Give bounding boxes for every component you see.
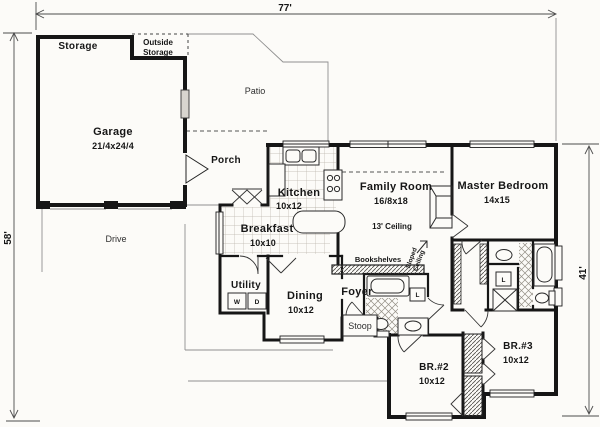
room-size-garage: 21/4x24/4 (92, 141, 134, 151)
master-bath-floor (519, 243, 533, 307)
room-size-br3: 10x12 (503, 355, 529, 365)
dimension-top-label: 77' (278, 3, 292, 14)
room-size-breakfast: 10x10 (250, 238, 276, 248)
room-size-family-room: 16/8x18 (374, 196, 408, 206)
room-label-family-room: Family Room (360, 181, 432, 193)
room-label-storage: Storage (58, 41, 97, 52)
wic-door (461, 239, 483, 255)
label-stoop: Stoop (348, 321, 372, 331)
breakfast-french-door (231, 188, 263, 205)
room-size-kitchen: 10x12 (276, 201, 302, 211)
dimension-lines: 77' 58' 41' (3, 2, 599, 422)
room-label-dining: Dining (287, 290, 323, 302)
garage-door-post (36, 201, 50, 209)
wic-shelving (453, 243, 462, 305)
br3-door (464, 309, 489, 328)
sink-oval (404, 320, 422, 332)
room-label-kitchen: Kitchen (278, 187, 320, 199)
room-label-br3: BR.#3 (503, 341, 533, 352)
sloped-ceiling-arrow-icon (416, 240, 428, 254)
garage-door-post (170, 201, 186, 209)
kitchen-sink-counter (282, 146, 320, 166)
room-label-outside-storage-2: Storage (143, 48, 173, 57)
room-label-utility: Utility (231, 280, 261, 291)
utility-door (239, 255, 259, 275)
bookshelves-builtin (331, 264, 425, 275)
master-linen-box (495, 271, 512, 287)
garage-storage-walls (36, 33, 209, 209)
sink-bowl (285, 149, 301, 163)
linen-closet-box (409, 287, 426, 302)
vanity-counter (397, 317, 429, 336)
master-bathtub-symbol (533, 243, 556, 287)
garage-porch-door-swing (185, 154, 209, 184)
br2-closet (463, 375, 483, 417)
master-toilet-tank (548, 290, 556, 306)
br2-closet-bifold (450, 391, 464, 417)
garage-door-post (104, 201, 118, 209)
room-label-patio: Patio (245, 86, 266, 96)
room-size-dining: 10x12 (288, 305, 314, 315)
room-label-master-bedroom: Master Bedroom (458, 180, 549, 192)
kitchen-peninsula-counter (292, 210, 346, 234)
room-label-breakfast: Breakfast (241, 223, 294, 235)
br3-closet (463, 333, 483, 374)
garage-side-door (180, 89, 190, 119)
room-label-outside-storage-1: Outside (143, 38, 173, 47)
master-sink-oval (495, 249, 513, 261)
site-outlines (41, 18, 557, 382)
room-label-foyer: Foyer (341, 286, 373, 298)
master-toilet-symbol (535, 292, 549, 304)
dryer-box (247, 292, 267, 310)
dining-door (265, 257, 297, 274)
wic-shelving (479, 243, 488, 285)
hall-bathtub-symbol (366, 275, 410, 297)
dimension-left-label: 58' (3, 231, 14, 245)
hall-bath-door (427, 297, 445, 321)
fridge-symbol (268, 163, 286, 197)
room-size-br2: 10x12 (419, 376, 445, 386)
sink-bowl (301, 149, 317, 163)
closets (453, 243, 488, 417)
outside-storage-dashed-wall (132, 33, 189, 58)
stoop-outline (342, 314, 378, 337)
area-label-drive: Drive (105, 234, 126, 244)
fixtures (227, 146, 556, 338)
master-double-door (451, 213, 469, 239)
range-symbol (323, 169, 343, 201)
dryer-label: D (255, 299, 260, 306)
linen-label-hall-bath: L (416, 292, 420, 299)
linen-label-master-bath: L (502, 277, 506, 284)
room-label-porch: Porch (211, 155, 241, 166)
annotation-bookshelves: Bookshelves (355, 255, 401, 264)
br3-closet-bifold (482, 337, 496, 386)
room-size-master-bedroom: 14x15 (484, 195, 510, 205)
washer-label: W (234, 299, 241, 306)
dimension-right-label: 41' (578, 266, 589, 280)
br2-door (397, 334, 423, 353)
room-label-garage: Garage (93, 126, 133, 138)
washer-box (227, 292, 247, 310)
room-label-br2: BR.#2 (419, 362, 449, 373)
family-room-ceiling-note: 13' Ceiling (372, 222, 412, 231)
